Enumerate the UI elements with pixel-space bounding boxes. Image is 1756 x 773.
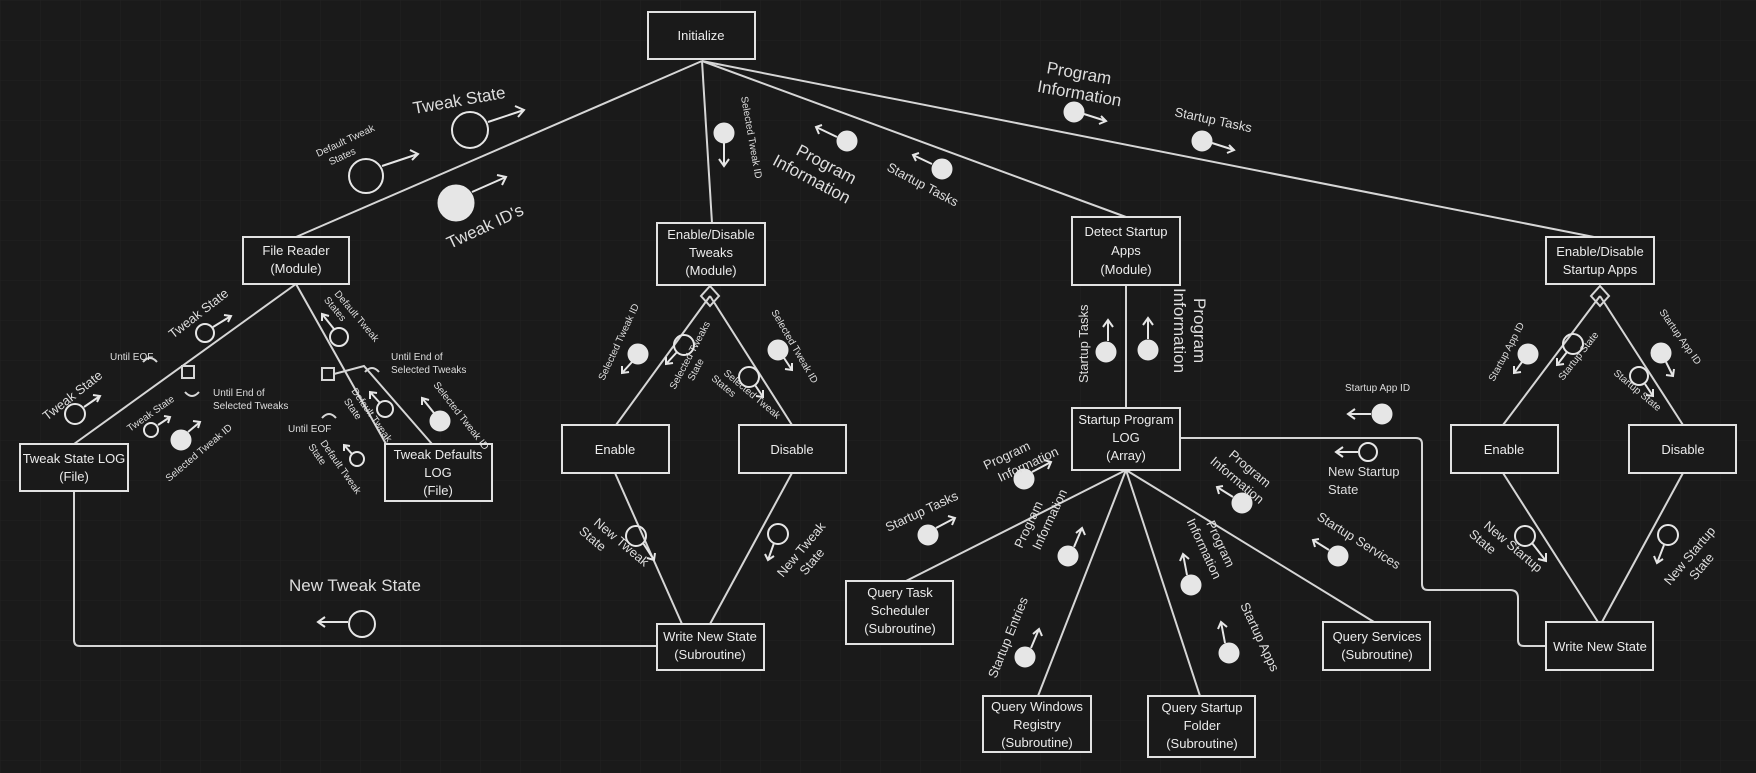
node-query-services[interactable]: Query Services(Subroutine) xyxy=(1322,621,1431,671)
svg-text:Write New State(Subroutine): Write New State(Subroutine) xyxy=(663,629,757,662)
token-tweak-ids xyxy=(437,184,475,222)
svg-text:Write New State: Write New State xyxy=(1553,639,1647,654)
token-default-tweak-state-2 xyxy=(349,451,365,467)
token-new-tweak-state-big xyxy=(348,610,376,638)
token-startup-tasks-mid xyxy=(931,158,953,180)
token-startup-tasks-right xyxy=(1191,130,1213,152)
token-program-info-fold xyxy=(1180,574,1202,596)
token-tweak-state-small xyxy=(143,422,159,438)
decision-diamond-tweaks xyxy=(699,284,721,308)
loop-arc-3 xyxy=(321,413,337,419)
token-selected-tweak-id-top xyxy=(713,122,735,144)
node-initialize[interactable]: Initialize xyxy=(647,11,756,60)
token-new-tweak-state-l xyxy=(625,525,647,547)
label-until-eof-1: Until EOF xyxy=(110,352,153,363)
decision-diamond-startup xyxy=(1589,284,1611,308)
svg-text:File Reader(Module): File Reader(Module) xyxy=(262,243,330,276)
token-program-info-vert xyxy=(1137,339,1159,361)
svg-text:Disable: Disable xyxy=(770,442,813,457)
token-startup-app-id-r xyxy=(1650,342,1672,364)
loop-arc-2 xyxy=(184,391,200,397)
token-selected-tweak-id-edt-l xyxy=(627,343,649,365)
svg-text:Disable: Disable xyxy=(1661,442,1704,457)
token-program-info-right xyxy=(1063,101,1085,123)
token-startup-entries xyxy=(1014,646,1036,668)
token-selected-tweak-id-left xyxy=(170,429,192,451)
node-file-reader[interactable]: File Reader(Module) xyxy=(242,236,350,285)
token-selected-tweak-states xyxy=(738,366,760,388)
label-startup-tasks-vert: Startup Tasks xyxy=(1076,304,1091,383)
label-startup-app-id-top: Startup App ID xyxy=(1345,383,1410,394)
token-program-info-mid xyxy=(836,130,858,152)
token-startup-state-r xyxy=(1629,366,1649,386)
token-startup-app-id-top xyxy=(1371,403,1393,425)
svg-text:Enable: Enable xyxy=(595,442,635,457)
node-disable-tweak[interactable]: Disable xyxy=(738,424,847,474)
connector-lines xyxy=(73,60,1684,697)
svg-text:Enable: Enable xyxy=(1484,442,1524,457)
svg-text:Tweak State LOG(File): Tweak State LOG(File) xyxy=(23,451,126,484)
token-new-tweak-state-r xyxy=(767,523,789,545)
node-write-new-state-tweak[interactable]: Write New State(Subroutine) xyxy=(656,623,765,671)
node-disable-startup[interactable]: Disable xyxy=(1628,424,1737,474)
token-startup-services xyxy=(1327,545,1349,567)
token-selected-tweak-id-edt-r xyxy=(767,339,789,361)
flow-tokens xyxy=(64,101,1679,668)
node-enable-startup[interactable]: Enable xyxy=(1450,424,1559,474)
label-new-tweak-state-big: New Tweak State xyxy=(289,576,421,595)
loop-arc-1 xyxy=(142,357,158,363)
token-startup-apps xyxy=(1218,642,1240,664)
token-new-startup-state-top xyxy=(1358,442,1378,462)
token-program-info-spl xyxy=(1013,468,1035,490)
token-tweak-state-fr xyxy=(195,323,215,343)
token-default-tweak-states-fr xyxy=(329,327,349,347)
token-startup-app-id-l xyxy=(1517,343,1539,365)
token-startup-state-l xyxy=(1562,333,1584,355)
node-tweak-state-log[interactable]: Tweak State LOG(File) xyxy=(19,443,129,492)
svg-text:Initialize: Initialize xyxy=(678,28,725,43)
node-enable-tweak[interactable]: Enable xyxy=(561,424,670,474)
token-selected-tweaks-state xyxy=(673,334,695,356)
loop-square-1 xyxy=(181,365,195,379)
label-until-eof-2: Until EOF xyxy=(288,424,331,435)
token-selected-tweak-id-right xyxy=(429,410,451,432)
token-default-tweak-state-1 xyxy=(376,400,394,418)
nodes: Initialize File Reader(Module) Enable/Di… xyxy=(19,11,1737,758)
loop-arc-4 xyxy=(364,367,380,373)
node-write-new-state-startup[interactable]: Write New State xyxy=(1545,621,1654,671)
token-tweak-state-left xyxy=(64,403,86,425)
token-startup-tasks-vert xyxy=(1095,341,1117,363)
token-program-info-reg xyxy=(1057,545,1079,567)
label-program-information-vert: ProgramInformation xyxy=(1170,288,1209,373)
token-startup-tasks-spl xyxy=(917,524,939,546)
svg-text:Query Services(Subroutine): Query Services(Subroutine) xyxy=(1333,629,1422,662)
token-new-startup-state-r xyxy=(1657,524,1679,546)
token-new-startup-state-l xyxy=(1514,525,1536,547)
token-program-info-spr xyxy=(1231,492,1253,514)
token-tweak-state xyxy=(451,111,489,149)
token-default-tweak-states xyxy=(348,158,384,194)
loop-connector xyxy=(333,364,433,445)
